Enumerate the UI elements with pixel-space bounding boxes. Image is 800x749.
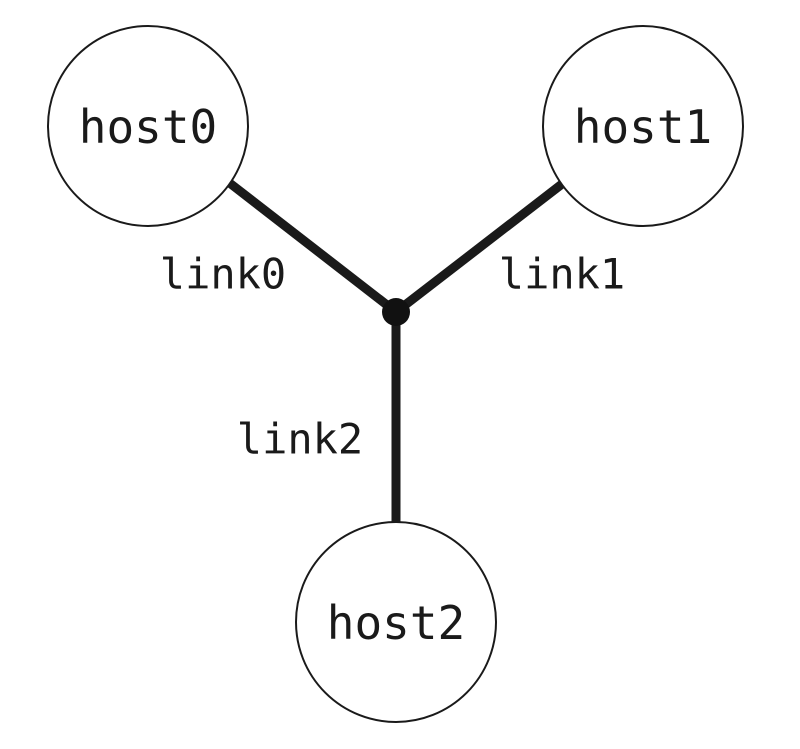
node-label-host2: host2 [327,596,465,650]
link-label-group: link0 link1 link2 [160,250,625,464]
link-label-link2: link2 [237,415,363,464]
node-label-host1: host1 [574,100,712,154]
node-circle-host2[interactable] [295,521,497,723]
junction-dot[interactable] [382,298,410,326]
node-group [47,25,744,723]
node-circle-host0[interactable] [47,25,249,227]
link-group [224,177,565,522]
link-line-link1[interactable] [393,180,565,316]
node-label-group: host0 host1 host2 [79,100,712,650]
link-line-link0[interactable] [224,177,399,316]
node-circle-host1[interactable] [542,25,744,227]
link-label-link1: link1 [499,250,625,299]
link-label-link0: link0 [160,250,286,299]
node-label-host0: host0 [79,100,217,154]
